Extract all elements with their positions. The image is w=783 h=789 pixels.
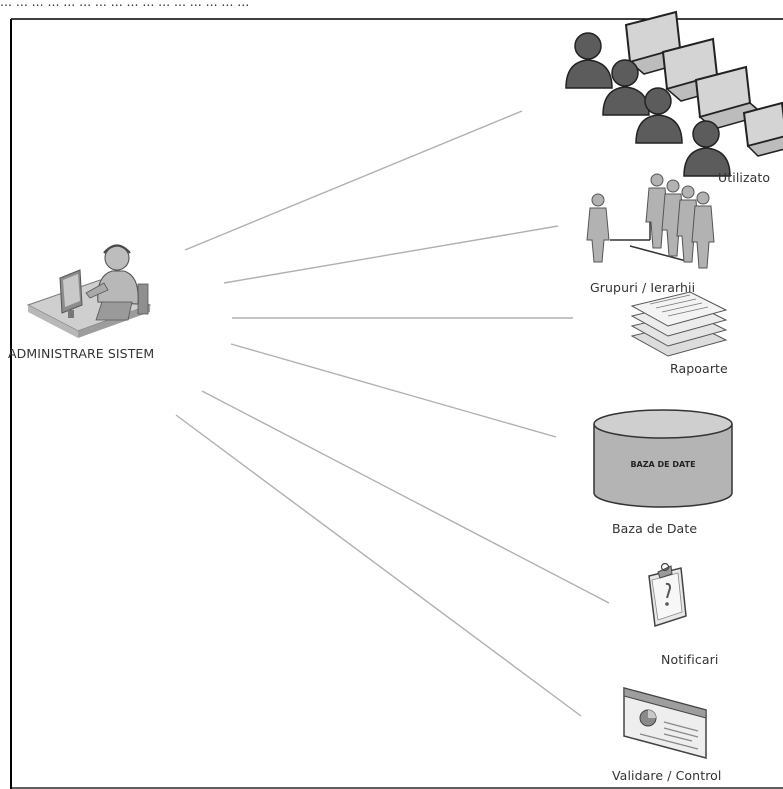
connector-grupuri — [223, 225, 559, 284]
clipboard-notification-icon — [648, 562, 687, 627]
node-label-rapoarte: Rapoarte — [670, 361, 728, 376]
connector-baza-de-date — [230, 343, 557, 438]
groups-hierarchy-icon — [586, 173, 715, 269]
connector-utilizatori — [184, 110, 523, 251]
node-label-notificari: Notificari — [661, 652, 719, 667]
connector-notificari — [201, 390, 610, 604]
connector-validare — [175, 414, 582, 717]
node-label-utilizatori: Utilizato — [718, 170, 771, 185]
administrator-workstation-icon — [26, 244, 152, 338]
database-icon: BAZA DE DATE — [593, 409, 733, 508]
cropped-top-caption: … … … … … … … … … … … … … … … … — [0, 0, 250, 9]
hub-label-administrare-sistem: ADMINISTRARE SISTEM — [8, 346, 155, 361]
node-label-baza-de-date: Baza de Date — [612, 521, 698, 536]
reports-documents-icon — [630, 291, 728, 357]
validation-window-icon — [623, 687, 707, 759]
database-inner-label: BAZA DE DATE — [630, 460, 695, 469]
node-label-grupuri-ierarhii: Grupuri / Ierarhii — [590, 280, 696, 295]
users-computers-icon — [565, 10, 783, 177]
node-label-validare-control: Validare / Control — [612, 768, 722, 783]
